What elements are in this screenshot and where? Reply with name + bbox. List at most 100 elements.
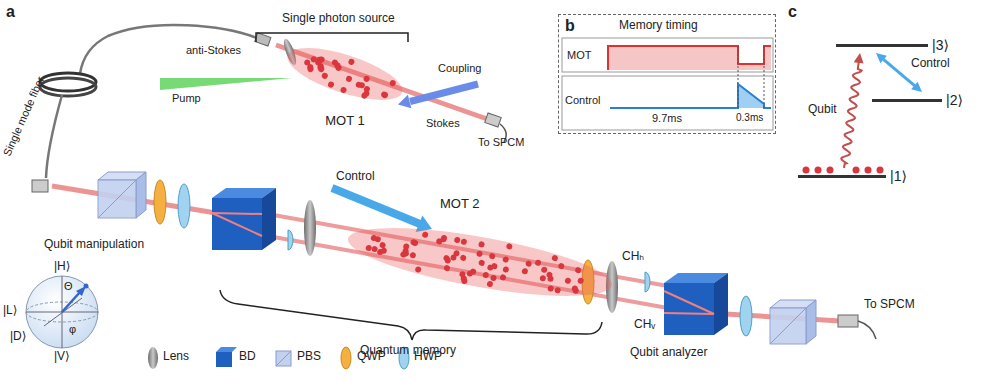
detector xyxy=(485,113,501,127)
level-label: |1⟩ xyxy=(890,168,907,184)
bracket xyxy=(256,33,408,42)
beam-displacer xyxy=(262,188,276,250)
label: 9.7ms xyxy=(652,112,682,125)
label: anti-Stokes xyxy=(186,44,241,57)
timing-chart xyxy=(562,38,773,72)
label: Coupling xyxy=(438,62,481,75)
edge-label: Control xyxy=(909,57,952,71)
pbs-cube xyxy=(98,180,136,218)
label: Pump xyxy=(172,92,201,105)
optical-fiber xyxy=(255,33,271,46)
legend-sample xyxy=(216,352,232,367)
atom xyxy=(410,239,417,246)
pbs-cube xyxy=(136,172,146,218)
legend-text: PBS xyxy=(297,350,321,364)
legend-sample xyxy=(341,347,351,369)
label: CHᵥ xyxy=(634,318,655,332)
pbs-cube xyxy=(770,308,806,344)
beam-displacer xyxy=(664,291,714,314)
atom xyxy=(466,270,473,277)
control-beam xyxy=(332,188,420,224)
optical-fiber xyxy=(40,25,271,178)
atom xyxy=(459,271,466,278)
bloch-sphere xyxy=(62,291,81,312)
timing-chart xyxy=(608,46,771,70)
waveplate xyxy=(154,180,752,336)
arrowhead xyxy=(911,82,922,92)
beam-displacer xyxy=(212,198,262,250)
beam-displacer xyxy=(714,273,728,335)
atom xyxy=(803,167,884,174)
waveplate xyxy=(740,296,752,336)
atom xyxy=(525,260,532,267)
legend-sample xyxy=(216,347,237,352)
atom xyxy=(340,86,348,94)
level-label: |2⟩ xyxy=(946,92,963,108)
atom xyxy=(318,56,326,64)
atom-cloud-shape xyxy=(344,214,617,308)
panel-letter: c xyxy=(788,3,797,21)
energy-level: |3⟩ xyxy=(836,37,949,53)
atom xyxy=(535,259,542,266)
atom xyxy=(554,287,561,294)
legend-text: BD xyxy=(239,350,256,364)
pbs-cube xyxy=(806,300,816,344)
coupling-beam xyxy=(410,84,478,102)
atom xyxy=(443,265,450,272)
label: Qubit manipulation xyxy=(44,238,144,252)
level-line xyxy=(798,175,886,178)
arrowhead xyxy=(854,53,864,64)
atom xyxy=(571,285,578,292)
pump-beam xyxy=(160,78,292,90)
atom xyxy=(348,58,356,66)
bracket xyxy=(220,290,602,340)
atom xyxy=(380,247,387,254)
label: Control xyxy=(565,94,600,107)
level-label: |3⟩ xyxy=(932,37,949,53)
timing-chart xyxy=(764,46,765,108)
label: To SPCM xyxy=(864,298,915,312)
optical-fiber xyxy=(40,78,96,96)
label: CHₕ xyxy=(622,250,644,264)
atom xyxy=(865,167,872,174)
label: Θ xyxy=(64,280,73,293)
energy-level: |1⟩ xyxy=(798,168,907,184)
legend-sample xyxy=(148,347,409,369)
beam-displacer xyxy=(212,213,262,214)
beam-displacer xyxy=(212,188,728,335)
waveplate xyxy=(288,230,293,250)
timing-chart xyxy=(562,76,773,130)
atom-cloud-shape xyxy=(282,48,408,111)
beam-displacer xyxy=(212,213,262,236)
atom xyxy=(489,253,496,260)
atom xyxy=(539,275,546,282)
atom xyxy=(877,167,884,174)
legend-text: Lens xyxy=(163,350,189,364)
atom xyxy=(486,280,493,287)
panel-title: Memory timing xyxy=(559,18,775,32)
level-line xyxy=(872,99,942,102)
atom xyxy=(436,238,443,245)
atom xyxy=(365,245,372,252)
atom xyxy=(564,277,571,284)
atom xyxy=(460,238,467,245)
bloch-sphere xyxy=(26,276,98,348)
atom-cloud-shape xyxy=(282,48,408,111)
cloud-label: MOT 1 xyxy=(280,113,410,128)
atom xyxy=(502,256,509,263)
atom xyxy=(409,252,416,259)
detector xyxy=(32,180,48,192)
atom xyxy=(502,266,509,273)
label: |D⟩ xyxy=(10,330,26,344)
pbs-cube xyxy=(770,308,806,344)
atom xyxy=(558,263,565,270)
atom xyxy=(371,246,378,253)
atom xyxy=(331,59,339,67)
atom xyxy=(575,267,582,274)
atom xyxy=(380,91,388,99)
lens-symbol xyxy=(281,37,618,313)
waveplate xyxy=(154,180,166,224)
